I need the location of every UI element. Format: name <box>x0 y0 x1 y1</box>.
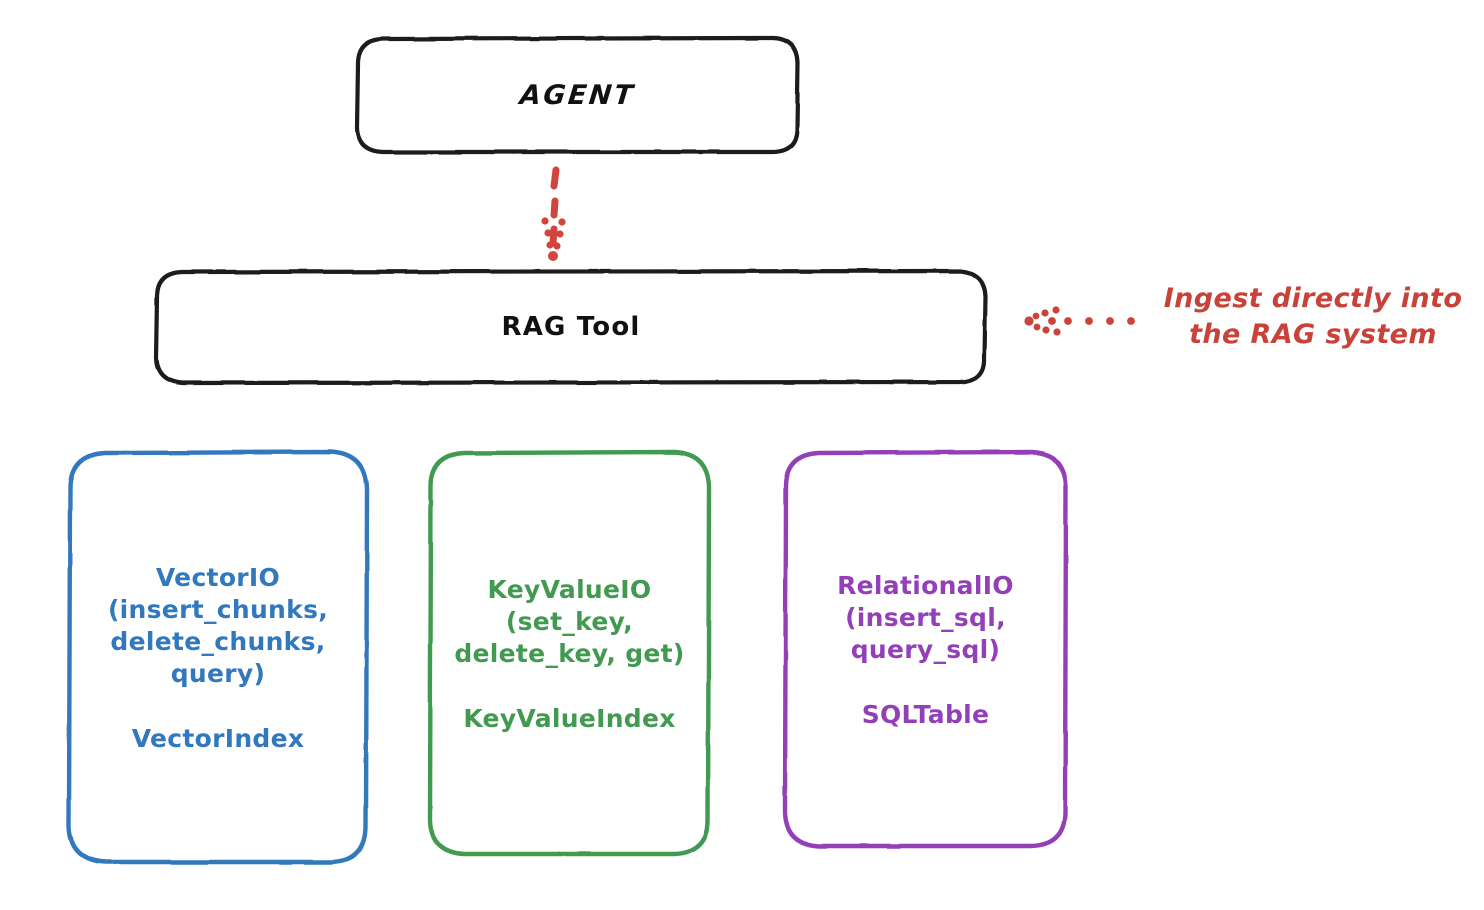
rag-tool-node-label: RAG Tool <box>501 311 641 342</box>
key-value-io-box-outline[interactable] <box>427 449 712 857</box>
relational-io-node[interactable]: RelationalIO (insert_sql, query_sql) SQL… <box>785 452 1066 846</box>
vector-io-node-label: VectorIO (insert_chunks, delete_chunks, … <box>107 563 329 688</box>
agent-to-rag-connector-icon <box>541 166 566 261</box>
ingest-connector-icon <box>1024 306 1135 336</box>
relational-io-box-outline[interactable] <box>782 449 1069 849</box>
vector-io-box-outline[interactable] <box>66 449 370 865</box>
agent-box-outline[interactable] <box>354 35 801 155</box>
ingest-annotation-text: Ingest directly into the RAG system <box>1163 283 1463 350</box>
agent-node[interactable]: AGENT <box>357 38 799 153</box>
vector-io-node[interactable]: VectorIO (insert_chunks, delete_chunks, … <box>69 452 367 863</box>
relational-io-node-label: RelationalIO (insert_sql, query_sql) <box>837 570 1014 664</box>
rag-tool-box-outline[interactable] <box>153 268 988 386</box>
vector-io-node-sublabel: VectorIndex <box>131 724 305 753</box>
rag-tool-node[interactable]: RAG Tool <box>156 271 986 383</box>
key-value-io-node-sublabel: KeyValueIndex <box>463 703 676 733</box>
agent-node-label: AGENT <box>518 79 638 111</box>
relational-io-node-sublabel: SQLTable <box>861 699 990 729</box>
key-value-io-node[interactable]: KeyValueIO (set_key, delete_key, get) Ke… <box>430 452 709 854</box>
key-value-io-node-label: KeyValueIO (set_key, delete_key, get) <box>454 574 685 668</box>
